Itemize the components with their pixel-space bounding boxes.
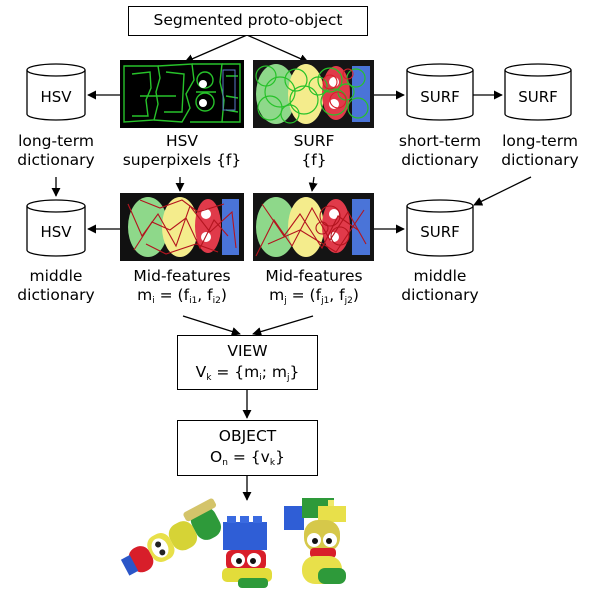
flow-arrows [51, 34, 532, 501]
surf-longterm-cylinder-label: SURF [518, 88, 558, 106]
surf-shortterm-cylinder-label: SURF [420, 88, 460, 106]
surf-middle-cylinder-label: SURF [420, 223, 460, 241]
segmented-proto-object-box: Segmented proto-object [128, 6, 368, 36]
surf-features-image [253, 60, 374, 128]
surf-longterm-dictionary-label: long-term dictionary [501, 132, 579, 169]
view-formula: Vk = {mi; mj} [195, 363, 300, 383]
hsv-middle-dictionary-cylinder: HSV [26, 199, 86, 257]
object-formula: On = {vk} [210, 448, 285, 468]
hsv-middle-cylinder-label: HSV [40, 223, 72, 241]
toy-objects-photos [120, 498, 346, 588]
surf-shortterm-dictionary-cylinder: SURF [406, 63, 474, 121]
midfeature-j-formula: mj = (fj1, fj2) [269, 286, 359, 306]
surf-features-label: SURF {f} [293, 132, 335, 169]
surf-middle-dictionary-label: middle dictionary [401, 267, 479, 304]
midfeature-i-formula: mi = (fi1, fi2) [137, 286, 227, 306]
view-box: VIEW Vk = {mi; mj} [177, 335, 318, 390]
surf-midfeatures-label: Mid-features mj = (fj1, fj2) [265, 267, 363, 306]
surf-middle-dictionary-cylinder: SURF [406, 199, 474, 257]
hsv-longterm-dictionary-cylinder: HSV [26, 63, 86, 121]
hsv-midfeatures-label: Mid-features mi = (fi1, fi2) [133, 267, 231, 306]
surf-midfeatures-image [253, 193, 374, 261]
toy-view-2 [222, 516, 272, 588]
object-box: OBJECT On = {vk} [177, 420, 318, 476]
hsv-longterm-dictionary-label: long-term dictionary [17, 132, 95, 169]
surf-shortterm-dictionary-label: short-term dictionary [398, 132, 482, 169]
hsv-longterm-cylinder-label: HSV [40, 88, 72, 106]
hsv-middle-dictionary-label: middle dictionary [17, 267, 95, 304]
hsv-superpixels-image [120, 60, 244, 128]
segmented-proto-object-label: Segmented proto-object [153, 11, 343, 29]
view-title: VIEW [227, 342, 268, 360]
surf-longterm-dictionary-cylinder: SURF [504, 63, 572, 121]
object-title: OBJECT [218, 427, 277, 445]
toy-view-1 [120, 498, 222, 576]
toy-view-3 [284, 498, 346, 584]
hsv-superpixels-label: HSV superpixels {f} [122, 132, 242, 169]
hsv-midfeatures-image [120, 193, 244, 261]
